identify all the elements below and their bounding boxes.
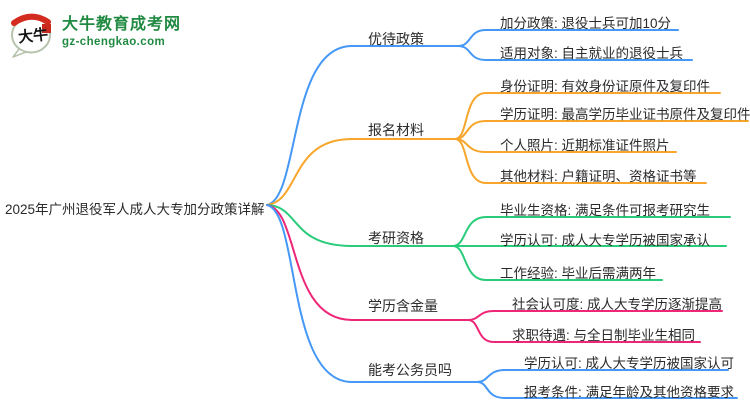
leaf-line-2-4 xyxy=(454,138,707,184)
site-logo[interactable]: 大牛 大牛教育成考网 gz-chengkao.com xyxy=(8,10,181,58)
leaf-node: 学历认可: 成人大专学历被国家承认 xyxy=(500,233,711,248)
leaf-node: 工作经验: 毕业后需满两年 xyxy=(500,266,657,281)
leaf-node: 加分政策: 退役士兵可加10分 xyxy=(500,16,672,31)
logo-red-arc xyxy=(11,13,51,26)
leaf-node: 个人照片: 近期标准证件照片 xyxy=(500,138,670,153)
leaf-line-3-3 xyxy=(452,245,663,281)
branch-line-4 xyxy=(266,204,469,321)
leaf-line-4-2 xyxy=(467,319,701,343)
brand-name: 大牛教育成考网 xyxy=(62,16,182,33)
leaf-node: 学历认可: 成人大专学历被国家认可 xyxy=(524,356,735,371)
leaf-line-1-2 xyxy=(457,45,693,61)
leaf-node: 报考条件: 满足年龄及其他资格要求 xyxy=(524,385,735,400)
branch-label-registration-materials: 报名材料 xyxy=(368,122,424,138)
leaf-line-2-1 xyxy=(454,92,721,140)
leaf-node: 其他材料: 户籍证明、资格证书等 xyxy=(500,169,697,184)
leaf-node: 适用对象: 自主就业的退役士兵 xyxy=(500,46,684,61)
leaf-line-2-2 xyxy=(454,120,749,140)
mindmap-root-node: 2025年广州退役军人成人大专加分政策详解 xyxy=(5,202,265,217)
brand-domain: gz-chengkao.com xyxy=(62,35,166,48)
branch-line-5 xyxy=(266,204,478,383)
branch-line-1 xyxy=(266,45,459,206)
leaf-node: 毕业生资格: 满足条件可报考研究生 xyxy=(500,203,711,218)
branch-label-postgrad-eligibility: 考研资格 xyxy=(368,230,424,246)
logo-red-seal xyxy=(42,24,51,33)
branch-label-civil-servant: 能考公务员吗 xyxy=(368,362,452,378)
leaf-line-5-2 xyxy=(476,381,738,399)
leaf-node: 求职待遇: 与全日制毕业生相同 xyxy=(512,328,696,343)
leaf-node: 身份证明: 有效身份证原件及复印件 xyxy=(500,79,711,94)
branch-label-preferential-policy: 优待政策 xyxy=(368,31,424,47)
leaf-node: 社会认可度: 成人大专学历逐渐提高 xyxy=(512,297,723,312)
brand-text-block: 大牛教育成考网 gz-chengkao.com xyxy=(62,10,181,48)
leaf-node: 学历证明: 最高学历毕业证书原件及复印件 xyxy=(500,107,750,122)
branch-line-3 xyxy=(266,204,454,247)
daniu-bull-logo-icon: 大牛 xyxy=(11,13,51,58)
logo-mark-text: 大牛 xyxy=(17,25,49,46)
branch-label-degree-value: 学历含金量 xyxy=(368,298,438,314)
branch-line-2 xyxy=(266,138,456,206)
